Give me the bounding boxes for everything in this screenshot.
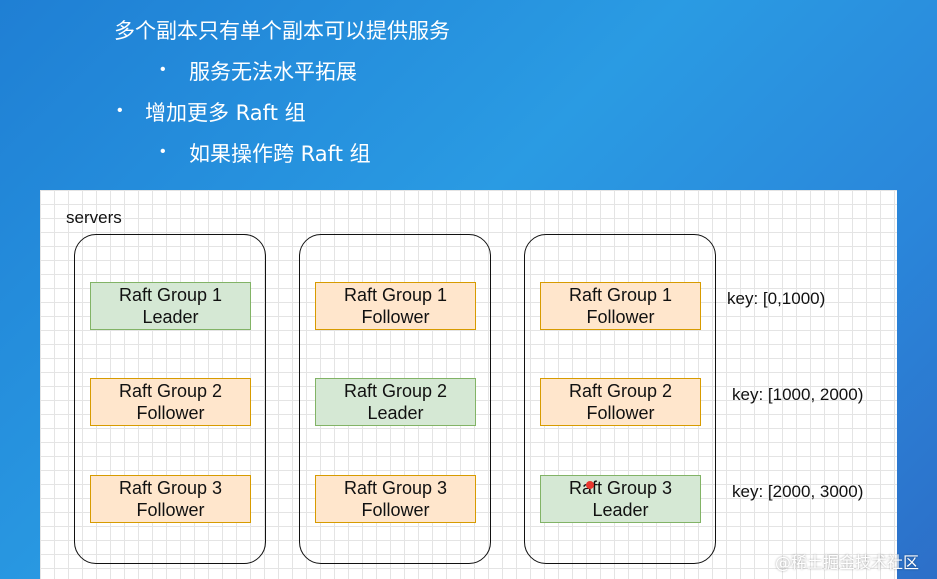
raft-group-role: Follower — [361, 500, 430, 520]
site-watermark: @稀土掘金技术社区 — [774, 553, 919, 572]
bullet-item: 增加更多 Raft 组 — [145, 101, 306, 125]
raft-group-role: Leader — [592, 500, 649, 520]
raft-group-role: Follower — [586, 403, 655, 423]
raft-group-role: Follower — [136, 403, 205, 423]
bullet-item: 如果操作跨 Raft 组 — [189, 142, 371, 166]
raft-group-name: Raft Group 1 — [118, 285, 223, 305]
raft-group-name: Raft Group 3 — [568, 478, 673, 498]
raft-group-box: Raft Group 1 Follower — [315, 282, 476, 330]
bullet-item: 服务无法水平拓展 — [189, 60, 357, 84]
raft-group-box: Raft Group 3 Follower — [90, 475, 251, 523]
raft-group-name: Raft Group 1 — [343, 285, 448, 305]
bullet-marker: • — [160, 143, 166, 160]
raft-group-role: Follower — [586, 307, 655, 327]
raft-group-box: Raft Group 2 Follower — [90, 378, 251, 426]
raft-group-name: Raft Group 1 — [568, 285, 673, 305]
key-range-label: key: [1000, 2000) — [732, 385, 864, 404]
raft-group-name: Raft Group 3 — [343, 478, 448, 498]
key-range-label: key: [0,1000) — [727, 289, 826, 308]
raft-group-name: Raft Group 2 — [343, 381, 448, 401]
raft-group-role: Follower — [361, 307, 430, 327]
raft-group-name: Raft Group 3 — [118, 478, 223, 498]
server-box — [299, 234, 491, 564]
raft-group-box: Raft Group 1 Leader — [90, 282, 251, 330]
raft-group-role: Leader — [142, 307, 199, 327]
servers-label: servers — [66, 208, 122, 227]
raft-group-box: Raft Group 1 Follower — [540, 282, 701, 330]
raft-group-box: Raft Group 2 Leader — [315, 378, 476, 426]
raft-group-role: Follower — [136, 500, 205, 520]
raft-group-box: Raft Group 2 Follower — [540, 378, 701, 426]
slide-bullets: 多个副本只有单个副本可以提供服务 • 服务无法水平拓展 • 增加更多 Raft … — [0, 0, 937, 185]
raft-group-box: Raft Group 3 Follower — [315, 475, 476, 523]
bullet-item: 多个副本只有单个副本可以提供服务 — [114, 19, 450, 43]
raft-group-name: Raft Group 2 — [118, 381, 223, 401]
raft-group-role: Leader — [367, 403, 424, 423]
server-box — [524, 234, 716, 564]
server-box — [74, 234, 266, 564]
bullet-marker: • — [160, 61, 166, 78]
raft-group-box: Raft Group 3 Leader — [540, 475, 701, 523]
pointer-mark — [586, 481, 594, 489]
raft-group-name: Raft Group 2 — [568, 381, 673, 401]
bullet-marker: • — [117, 102, 123, 119]
key-range-label: key: [2000, 3000) — [732, 482, 864, 501]
